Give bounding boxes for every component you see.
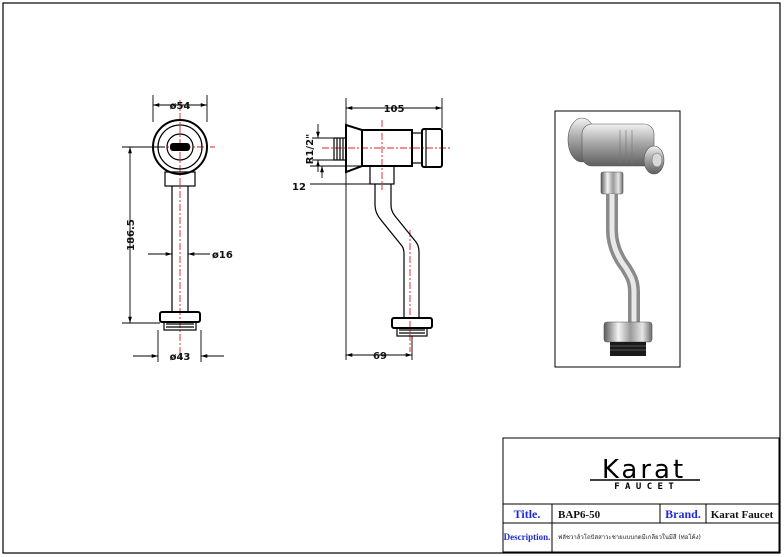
dim-side-depth: 69 <box>373 351 387 362</box>
description-value: ฟลัชวาล์วโถปัสสาวะชายแบบกดมีเกลียวในมีสี… <box>558 533 701 541</box>
title-label: Title. <box>514 507 541 521</box>
dim-height: 186.5 <box>126 219 137 251</box>
brand-value: Karat Faucet <box>711 509 774 521</box>
dim-thread: R1/2" <box>305 134 316 164</box>
dim-pipe-diameter: ø16 <box>212 250 233 261</box>
dim-base-width: ø43 <box>170 352 191 363</box>
title-value: BAP6-50 <box>558 509 601 521</box>
dim-top-width: ø54 <box>170 101 191 112</box>
brand-label: Brand. <box>665 507 701 521</box>
brand-logo-subtext: F A U C E T <box>614 482 674 492</box>
front-view: ø54 186.5 ø16 ø43 <box>122 95 233 363</box>
dim-side-length: 105 <box>384 104 405 115</box>
description-label: Description. <box>504 532 551 542</box>
dim-offset: 12 <box>292 182 306 193</box>
product-photo <box>554 110 681 368</box>
title-block: Karat F A U C E T Title. BAP6-50 Brand. … <box>502 437 780 553</box>
side-view: 105 R1/2" 12 69 <box>292 98 450 362</box>
